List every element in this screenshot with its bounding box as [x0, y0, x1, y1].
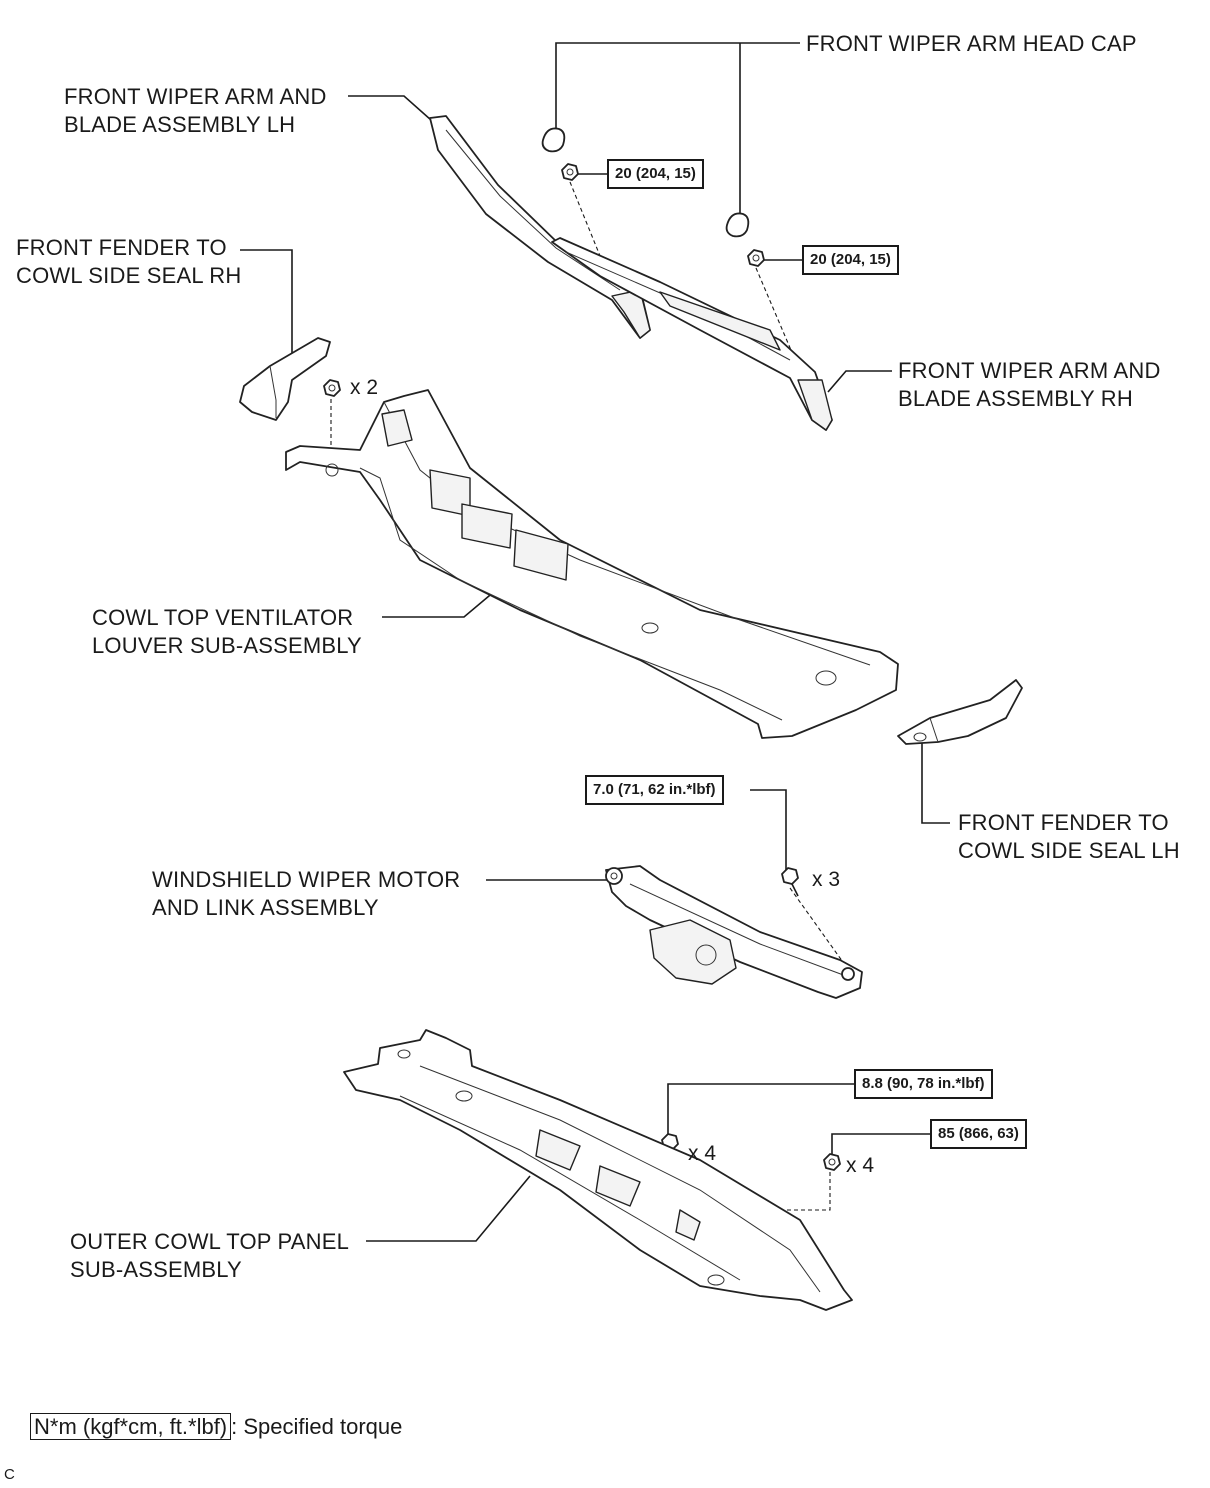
- torque-panel-bolt: 8.8 (90, 78 in.*lbf): [854, 1069, 993, 1099]
- qty-panel-bolt: x 4: [688, 1142, 717, 1165]
- label-outer-cowl-panel: OUTER COWL TOP PANEL SUB-ASSEMBLY: [70, 1229, 350, 1282]
- label-cowl-side-seal-rh: FRONT FENDER TO COWL SIDE SEAL RH: [16, 235, 242, 288]
- leader-lines: [240, 42, 950, 1242]
- torque-legend: N*m (kgf*cm, ft.*lbf): Specified torque: [30, 1411, 402, 1443]
- torque-arm-rh-nut: 20 (204, 15): [802, 245, 899, 275]
- wiper-arm-head-cap-rh: [725, 212, 750, 238]
- torque-motor-bolt: 7.0 (71, 62 in.*lbf): [585, 775, 724, 805]
- outer-cowl-panel: [343, 1029, 853, 1311]
- legend-text: : Specified torque: [231, 1414, 403, 1439]
- torque-panel-nut: 85 (866, 63): [930, 1119, 1027, 1149]
- arm-nut-rh-icon: [747, 249, 765, 267]
- label-front-wiper-arm-rh: FRONT WIPER ARM AND BLADE ASSEMBLY RH: [898, 358, 1161, 411]
- wiper-arm-rh: [551, 237, 833, 431]
- cowl-louver: [285, 389, 899, 739]
- qty-panel-nut: x 4: [846, 1154, 875, 1177]
- cowl-side-seal-lh: [897, 679, 1023, 745]
- clip-icon: [323, 379, 341, 397]
- label-cowl-louver: COWL TOP VENTILATOR LOUVER SUB-ASSEMBLY: [92, 605, 362, 658]
- qty-clip: x 2: [350, 376, 379, 399]
- wiper-motor-link: [605, 865, 863, 999]
- qty-motor-bolt: x 3: [812, 868, 841, 891]
- cowl-side-seal-rh: [239, 337, 331, 421]
- label-front-wiper-arm-head-cap: FRONT WIPER ARM HEAD CAP: [806, 31, 1137, 56]
- arm-nut-lh-icon: [561, 163, 579, 181]
- label-cowl-side-seal-lh: FRONT FENDER TO COWL SIDE SEAL LH: [958, 810, 1180, 863]
- label-front-wiper-arm-lh: FRONT WIPER ARM AND BLADE ASSEMBLY LH: [64, 84, 327, 137]
- wiper-arm-head-cap-lh: [541, 127, 566, 153]
- wiper-arm-lh: [429, 115, 651, 339]
- label-wiper-motor-link: WINDSHIELD WIPER MOTOR AND LINK ASSEMBLY: [152, 867, 461, 920]
- panel-nut-icon: [823, 1153, 841, 1171]
- motor-bolt-icon: [781, 867, 799, 897]
- legend-unit-box: N*m (kgf*cm, ft.*lbf): [30, 1413, 232, 1440]
- figure-code: C: [4, 1466, 15, 1483]
- torque-arm-lh-nut: 20 (204, 15): [607, 159, 704, 189]
